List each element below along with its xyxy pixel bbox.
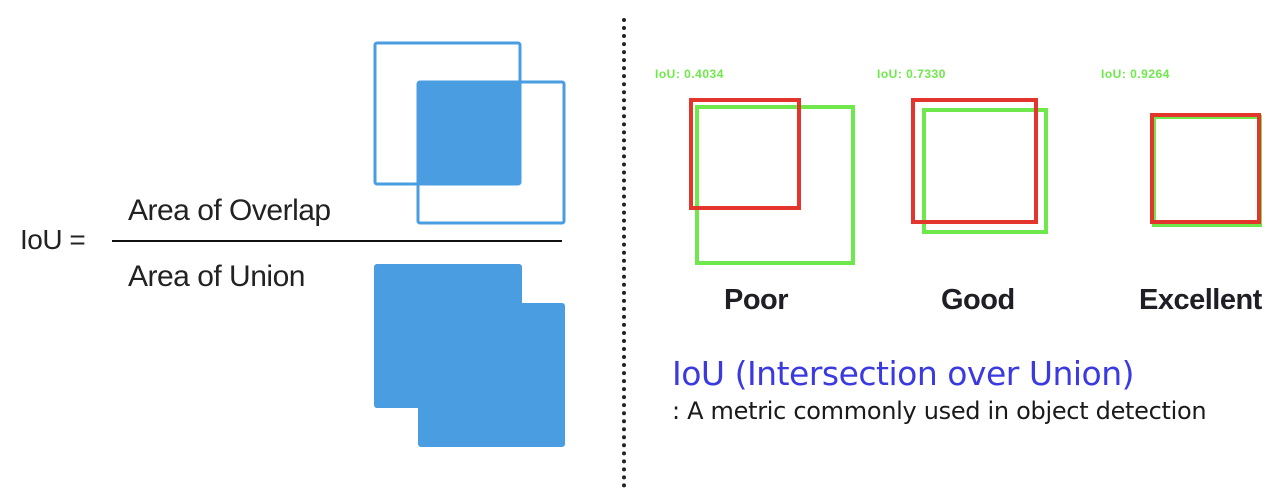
definition-text: : A metric commonly used in object detec… (672, 397, 1207, 425)
example-good (911, 98, 1048, 234)
dotted-divider (622, 18, 626, 488)
union-illustration (374, 264, 565, 447)
ground-truth-box (1152, 115, 1262, 227)
quality-label-good: Good (941, 284, 1015, 316)
example-poor (689, 98, 855, 265)
fraction-line (112, 240, 562, 242)
example-excellent (1150, 113, 1262, 227)
overlap-illustration (373, 41, 566, 225)
prediction-box (689, 98, 801, 210)
union-box-b (418, 303, 565, 447)
formula-denominator: Area of Union (128, 260, 305, 293)
formula-numerator: Area of Overlap (128, 194, 331, 227)
ground-truth-box (922, 108, 1048, 234)
iou-score-good: IoU: 0.7330 (877, 67, 946, 81)
iou-score-excellent: IoU: 0.9264 (1101, 67, 1170, 81)
prediction-box (911, 98, 1038, 224)
ground-truth-box (695, 105, 855, 265)
prediction-box (1150, 113, 1261, 224)
iou-score-poor: IoU: 0.4034 (655, 67, 724, 81)
quality-label-poor: Poor (724, 284, 789, 316)
formula-lhs: IoU = (20, 224, 86, 255)
definition-title: IoU (Intersection over Union) (672, 354, 1135, 393)
quality-label-excellent: Excellent (1139, 284, 1262, 316)
overlap-region (418, 82, 520, 184)
